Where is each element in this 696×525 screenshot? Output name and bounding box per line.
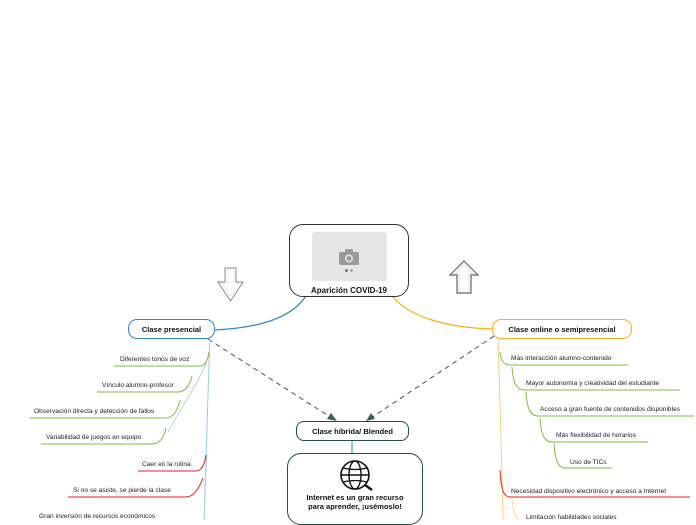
right-branch-node[interactable]: Clase online o semipresencial xyxy=(492,319,632,339)
arrowhead-left-hybrid xyxy=(327,413,337,421)
left-pro-2[interactable]: Vínculo alumno-profesor xyxy=(102,381,174,390)
up-arrow-icon xyxy=(450,261,478,293)
left-con-1[interactable]: Caer en la rutina xyxy=(142,460,191,469)
right-pro-5[interactable]: Uso de TICs xyxy=(570,458,607,467)
right-pro-2[interactable]: Mayor autonomía y creatividad del estudi… xyxy=(526,379,659,388)
internet-card-text: Internet es un gran recurso para aprende… xyxy=(288,493,422,511)
connector-central-right xyxy=(392,296,493,329)
right-spine xyxy=(498,340,503,520)
right-con-1[interactable]: Necesidad dispositivo electrónico y acce… xyxy=(511,487,666,496)
carousel-dots xyxy=(345,269,355,272)
right-pro-1[interactable]: Más interacción alumno-contenido xyxy=(511,354,611,363)
dashed-connector-left-hybrid xyxy=(208,339,335,420)
hybrid-node[interactable]: Clase híbrida/ Blended xyxy=(296,421,409,441)
underline-right-con-2 xyxy=(512,499,522,520)
right-pro-4[interactable]: Más flexibilidad de horarios xyxy=(556,431,636,440)
right-branch-title: Clase online o semipresencial xyxy=(508,325,615,334)
internet-card-node[interactable]: Internet es un gran recurso para aprende… xyxy=(287,453,423,525)
left-pro-1[interactable]: Diferentes tonos de voz xyxy=(120,355,189,364)
central-topic-node[interactable]: Aparición COVID-19 xyxy=(289,224,409,297)
down-arrow-icon xyxy=(218,268,243,301)
arrowhead-right-hybrid xyxy=(366,413,375,421)
connector-central-left xyxy=(214,296,306,330)
camera-icon xyxy=(338,248,360,266)
hybrid-title: Clase híbrida/ Blended xyxy=(312,427,393,436)
right-con-2[interactable]: Limitación habilidades sociales xyxy=(526,513,617,522)
central-topic-title: Aparición COVID-19 xyxy=(311,286,387,295)
globe-icon xyxy=(339,459,373,491)
dashed-connector-right-hybrid xyxy=(368,336,494,420)
left-pro-3[interactable]: Observación directa y detección de fallo… xyxy=(34,407,154,416)
left-pro-4[interactable]: Variabilidad de juegos en equipo xyxy=(46,433,141,442)
left-con-2[interactable]: Si no se asiste, se pierde la clase xyxy=(73,486,171,495)
central-image-placeholder xyxy=(312,232,387,281)
left-branch-node[interactable]: Clase presencial xyxy=(128,319,215,339)
left-branch-title: Clase presencial xyxy=(142,325,201,334)
right-pro-3[interactable]: Acceso a gran fuente de contenidos dispo… xyxy=(540,405,680,414)
